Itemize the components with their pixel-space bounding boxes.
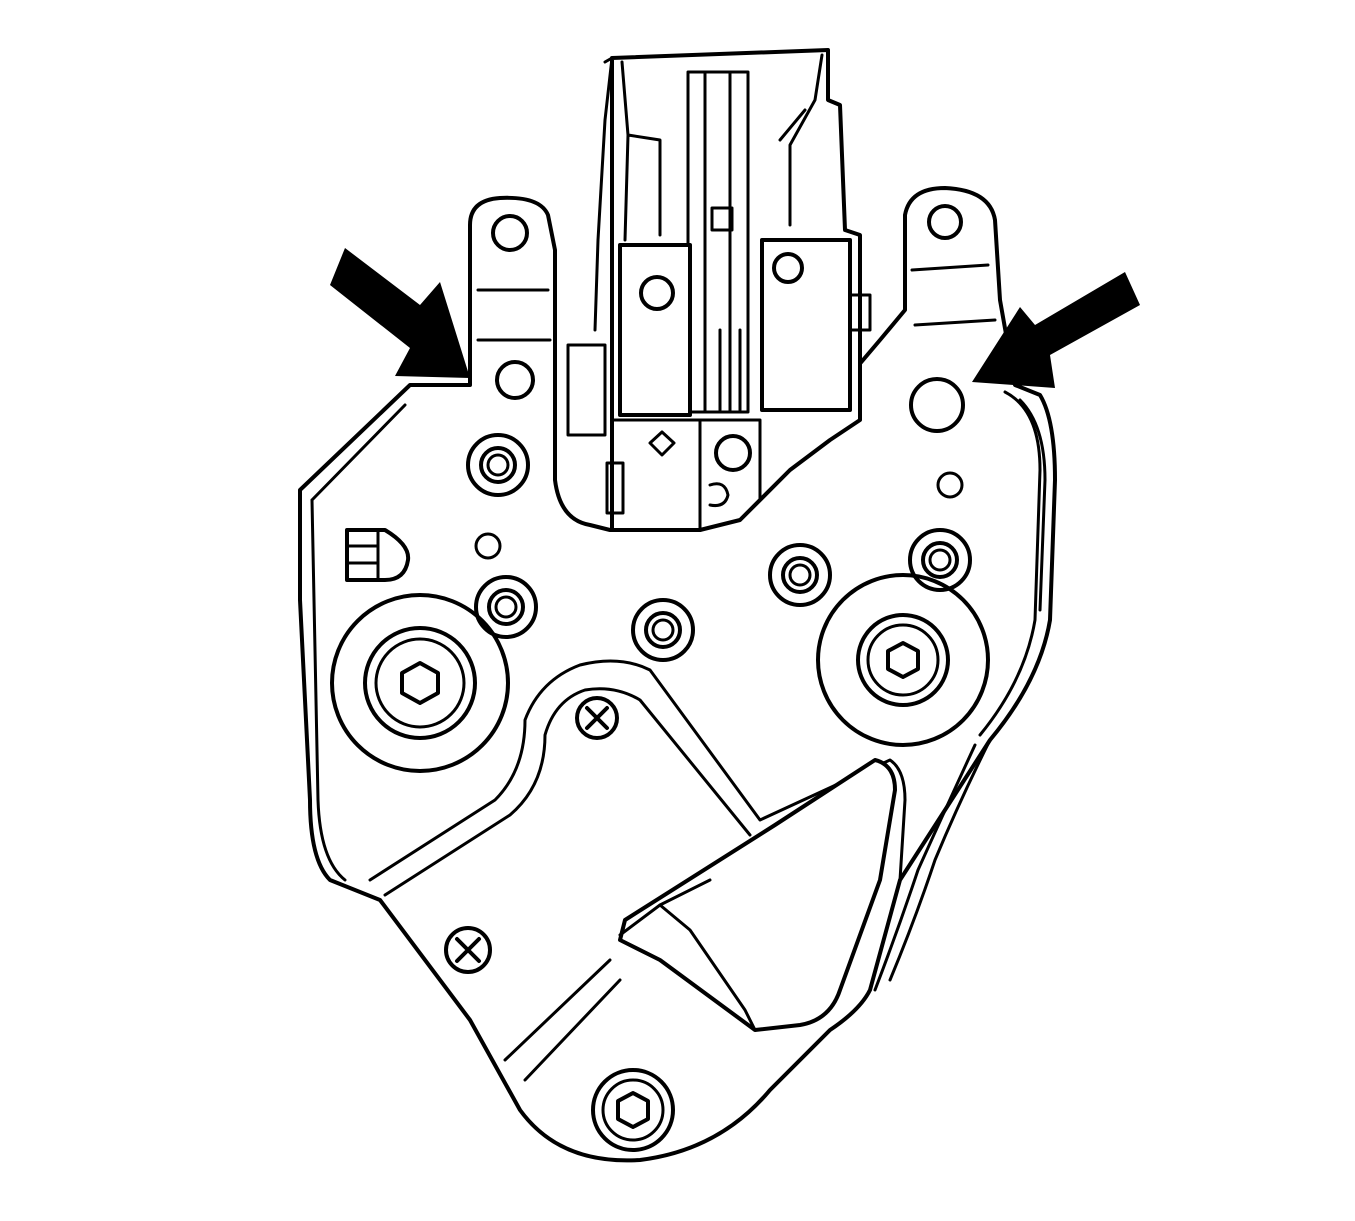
left-mounting-hole <box>495 360 535 400</box>
latch-housing <box>298 186 1057 1163</box>
diamond-mark <box>648 430 676 457</box>
hex-socket-icon <box>616 1091 650 1129</box>
right-arrow-icon <box>972 272 1140 388</box>
electrical-connector <box>566 48 872 532</box>
hex-socket-icon <box>400 661 440 705</box>
right-small-hole <box>936 471 964 499</box>
left-upper-hole <box>491 214 529 252</box>
latch-recess <box>618 758 897 1032</box>
left-slot-tab <box>345 528 411 582</box>
hex-socket-icon <box>886 641 920 679</box>
left-mounting-tab <box>476 214 552 400</box>
left-arrow-icon <box>330 248 470 378</box>
right-mounting-tab <box>909 204 997 499</box>
left-terminal-block <box>618 243 692 417</box>
bottom-bolt <box>591 1068 675 1152</box>
latch-plate <box>368 659 907 1082</box>
right-mounting-hole <box>909 377 965 433</box>
phillips-screw-icon <box>585 706 609 730</box>
callout-arrows <box>330 248 1140 388</box>
rivets <box>466 433 972 662</box>
left-pivot-bolt <box>330 593 510 773</box>
right-upper-hole <box>927 204 963 240</box>
right-pivot-bolt <box>816 573 990 747</box>
screws <box>444 696 619 974</box>
right-terminal-block <box>760 238 852 412</box>
phillips-screw-icon <box>455 937 481 963</box>
